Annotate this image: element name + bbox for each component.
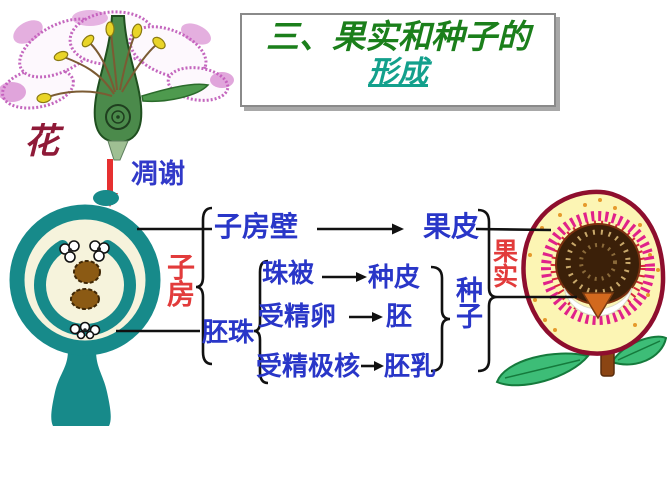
wither-label: 凋谢 [131,159,185,189]
label-ovary: 子房 [167,252,196,311]
brace-ovary [195,206,213,366]
label-fertilized-egg: 受精卵 [258,301,337,331]
ovule-body [73,260,101,284]
inner-white [563,287,633,317]
flower-label: 花 [24,122,60,161]
ovule-body [70,288,100,310]
label-ovary-wall: 子房壁 [214,211,299,242]
title-box: 三、果实和种子的 形成 [240,13,556,107]
page-title-line1: 三、果实和种子的 [266,20,530,56]
connector-lines [116,206,577,385]
page-title-line2: 形成 [368,55,428,89]
peach-illustration [495,189,667,387]
label-integument: 珠被 [262,258,315,288]
label-ovule: 胚珠 [202,317,255,347]
seed [581,292,615,320]
label-endosperm: 胚乳 [384,351,437,381]
sepal-leaf [141,83,210,103]
label-fertilized-polar-nuclei: 受精极核 [256,351,361,381]
label-embryo: 胚 [386,301,413,331]
ovule-cluster-bottom [69,321,101,340]
ovule-flowers [59,240,110,263]
flower-illustration [0,10,234,161]
line-pericarp-to-peach [475,227,552,232]
brace-ovule [253,259,269,385]
pit [555,223,641,305]
label-fruit: 果实 [493,238,519,291]
brace-fruit [477,208,498,373]
ovary-diagram [9,190,161,426]
label-pericarp: 果皮 [423,211,480,242]
label-seed: 种子 [456,276,483,333]
flesh-dots [528,198,660,332]
spiky-ring [541,211,655,325]
label-seed-coat: 种皮 [368,262,421,292]
brace-seed [430,265,451,373]
ovary-stalk [51,350,111,426]
